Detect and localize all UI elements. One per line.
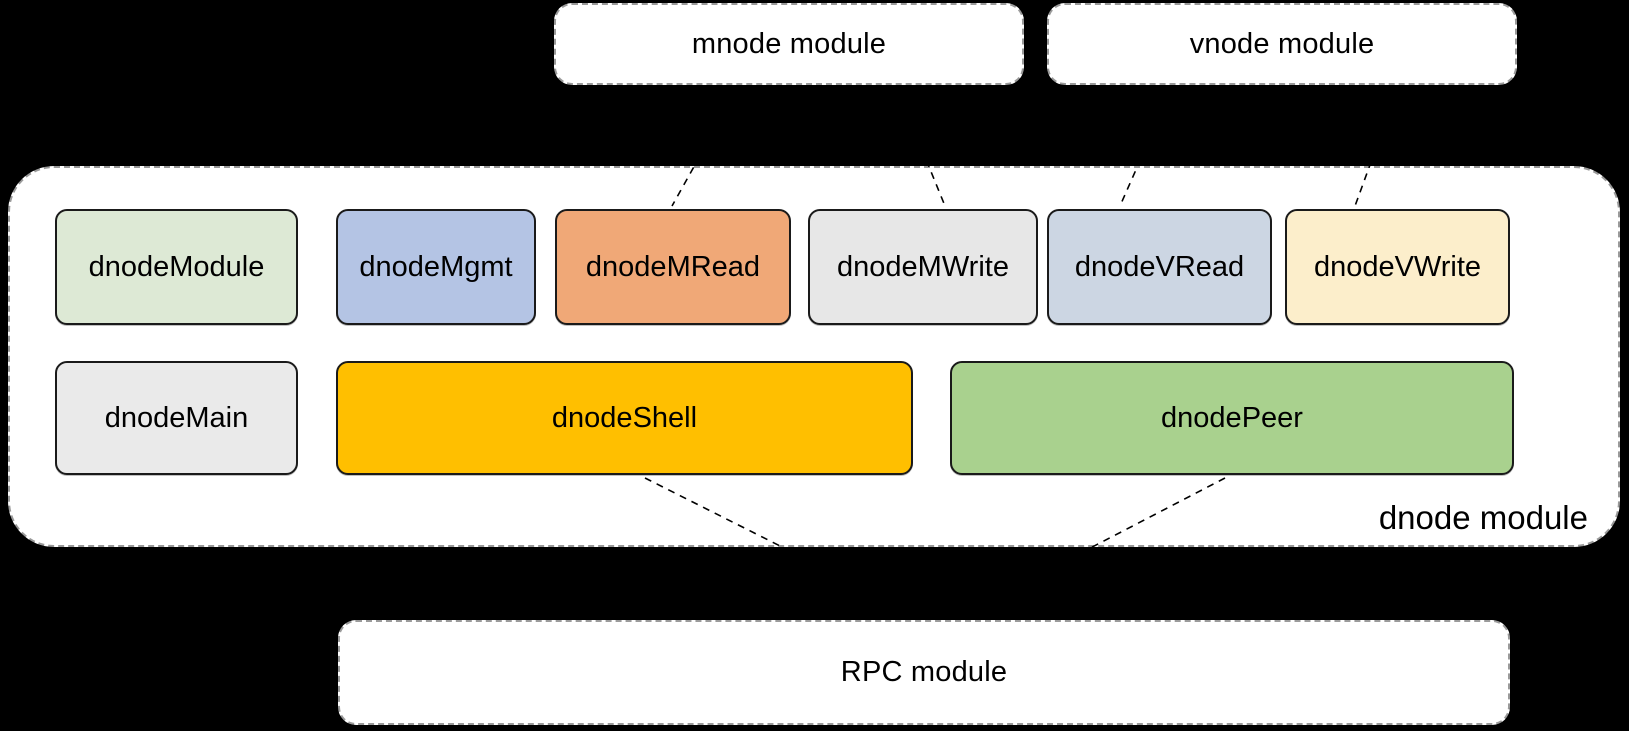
node-label: dnodeVRead	[1074, 250, 1245, 283]
rpc-module-label: RPC module	[840, 656, 1008, 688]
node-dnode-mgmt[interactable]: dnodeMgmt	[336, 209, 536, 325]
node-label: dnodeShell	[551, 401, 698, 434]
node-label: dnodeMgmt	[359, 250, 513, 283]
vnode-module-box[interactable]: vnode module	[1047, 3, 1517, 85]
mnode-module-box[interactable]: mnode module	[554, 3, 1024, 85]
node-dnode-main[interactable]: dnodeMain	[55, 361, 298, 475]
mnode-module-label: mnode module	[691, 27, 887, 60]
dnode-module-label: dnode module	[1378, 499, 1588, 536]
node-dnode-vwrite[interactable]: dnodeVWrite	[1285, 209, 1510, 325]
node-label: dnodeMain	[104, 401, 249, 434]
node-label: dnodeMWrite	[837, 250, 1009, 283]
vnode-module-label: vnode module	[1189, 27, 1375, 60]
node-dnode-vread[interactable]: dnodeVRead	[1047, 209, 1272, 325]
node-dnode-module[interactable]: dnodeModule	[55, 209, 298, 325]
rpc-module-box[interactable]: RPC module	[338, 620, 1510, 725]
node-dnode-peer[interactable]: dnodePeer	[950, 361, 1514, 475]
node-label: dnodeModule	[88, 250, 265, 283]
node-label: dnodePeer	[1161, 401, 1303, 434]
node-label: dnodeMRead	[585, 250, 761, 283]
node-dnode-shell[interactable]: dnodeShell	[336, 361, 913, 475]
node-dnode-mwrite[interactable]: dnodeMWrite	[808, 209, 1038, 325]
node-label: dnodeVWrite	[1313, 250, 1482, 283]
node-dnode-mread[interactable]: dnodeMRead	[555, 209, 791, 325]
